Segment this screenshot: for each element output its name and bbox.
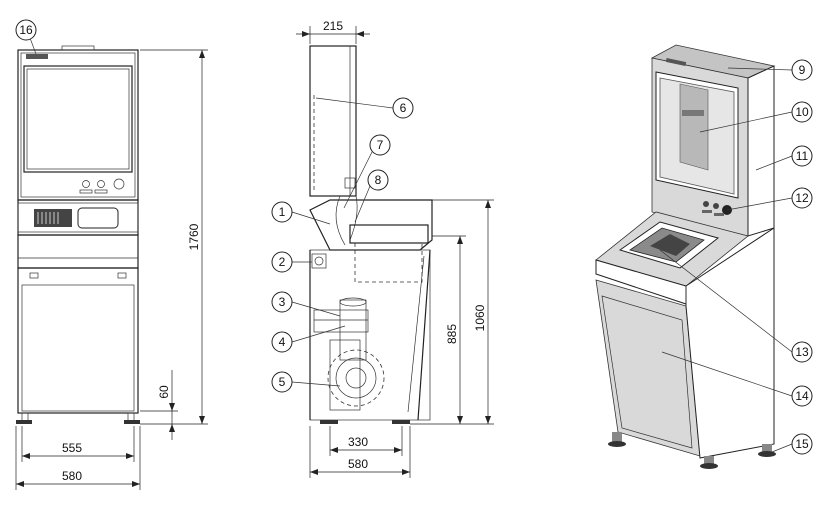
dim-330: 330 [348, 435, 368, 449]
callout-13: 13 [659, 249, 813, 363]
side-dimensions: 215 885 1060 330 580 [296, 19, 494, 478]
svg-text:11: 11 [796, 149, 809, 163]
svg-text:6: 6 [400, 101, 407, 115]
callout-5: 5 [271, 371, 341, 393]
svg-text:14: 14 [795, 389, 809, 403]
svg-text:3: 3 [279, 295, 286, 309]
callout-7: 7 [343, 134, 391, 209]
callout-15: 15 [771, 433, 813, 455]
callout-11: 11 [755, 145, 813, 171]
front-view [16, 45, 140, 424]
svg-text:10: 10 [795, 105, 809, 119]
callout-3: 3 [271, 291, 341, 317]
dim-580-side: 580 [348, 457, 368, 471]
dim-60: 60 [157, 385, 171, 399]
svg-text:7: 7 [377, 138, 384, 152]
dim-885: 885 [445, 324, 459, 344]
svg-text:2: 2 [279, 255, 286, 269]
svg-text:16: 16 [19, 23, 33, 37]
svg-text:4: 4 [279, 335, 286, 349]
front-dimensions: 1760 60 555 580 [15, 49, 208, 490]
svg-text:9: 9 [799, 63, 806, 77]
callout-2: 2 [271, 251, 312, 273]
callout-10: 10 [699, 101, 813, 133]
dim-215: 215 [323, 19, 343, 33]
callout-6: 6 [315, 97, 414, 119]
callout-4: 4 [271, 325, 346, 353]
dim-555: 555 [62, 441, 82, 455]
dim-1760: 1760 [187, 223, 201, 250]
callout-9: 9 [727, 59, 813, 81]
svg-text:15: 15 [795, 437, 809, 451]
svg-text:8: 8 [375, 173, 382, 187]
side-view [309, 45, 433, 424]
dim-1060: 1060 [473, 304, 487, 331]
svg-text:13: 13 [795, 345, 809, 359]
svg-text:12: 12 [795, 191, 809, 205]
callout-14: 14 [661, 351, 813, 407]
callout-12: 12 [726, 187, 813, 211]
svg-text:1: 1 [279, 205, 286, 219]
svg-text:5: 5 [279, 375, 286, 389]
iso-view [595, 44, 776, 469]
dim-580-front: 580 [62, 469, 82, 483]
callout-8: 8 [354, 169, 389, 223]
callout-1: 1 [271, 201, 331, 225]
callout-16: 16 [15, 19, 37, 55]
